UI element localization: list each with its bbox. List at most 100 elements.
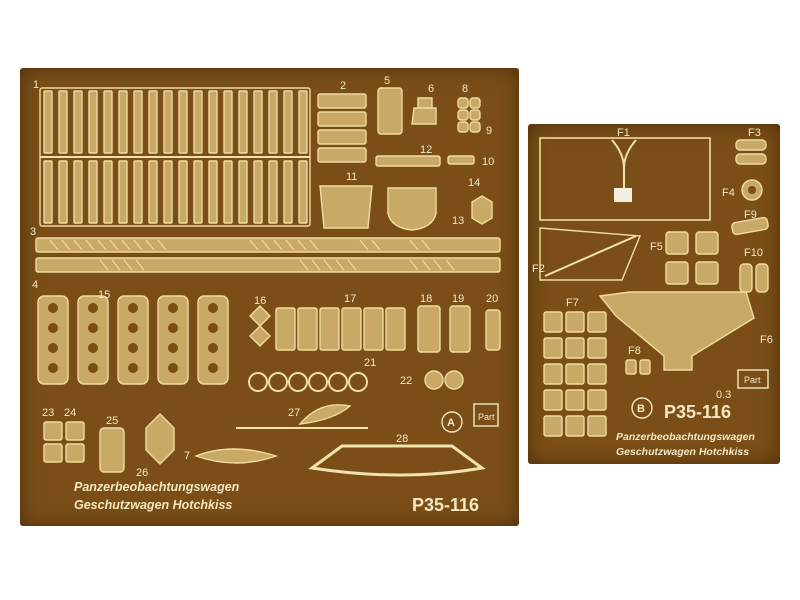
label-1: 1 — [33, 79, 39, 91]
fret-a-part-numbers: 1 2 3 4 5 6 7 8 9 10 11 12 13 14 15 16 1… — [30, 75, 498, 479]
grille-slat — [298, 90, 308, 154]
label-f2: F2 — [532, 263, 545, 275]
fret-b-name-1: Panzerbeobachtungswagen — [616, 431, 755, 443]
fret-b-code: P35-116 — [664, 402, 731, 422]
label-f9: F9 — [744, 209, 757, 221]
track-hole — [48, 323, 58, 333]
panel-17 — [385, 307, 406, 351]
f7-cell — [565, 415, 585, 437]
track-hole — [48, 303, 58, 313]
label-11: 11 — [346, 171, 357, 183]
grille-slat — [268, 90, 278, 154]
grille-slat — [148, 160, 158, 224]
label-8: 8 — [462, 83, 468, 95]
track-hole — [88, 343, 98, 353]
track-hole — [208, 363, 218, 373]
grille-slat — [298, 160, 308, 224]
part-5 — [377, 87, 403, 135]
track-column — [157, 295, 189, 385]
grille-slat — [148, 90, 158, 154]
label-5: 5 — [384, 75, 390, 87]
track-hole — [128, 363, 138, 373]
grille-slat — [208, 90, 218, 154]
grille-slat — [253, 90, 263, 154]
track-hole — [168, 343, 178, 353]
grille-slat — [193, 90, 203, 154]
f7-cell — [587, 389, 607, 411]
fret-b-thickness: 0.3 — [716, 389, 731, 401]
panel-17 — [297, 307, 318, 351]
f7-cell — [587, 363, 607, 385]
label-16: 16 — [254, 295, 266, 307]
grille-slat — [268, 160, 278, 224]
label-9: 9 — [486, 125, 492, 137]
track-hole — [88, 303, 98, 313]
label-28: 28 — [396, 433, 408, 445]
f7-cell — [543, 311, 563, 333]
part-14 — [471, 195, 493, 225]
grille-slat — [88, 160, 98, 224]
track-column — [117, 295, 149, 385]
part-f6 — [598, 291, 755, 371]
ring-21 — [308, 372, 328, 392]
part-22 — [424, 370, 464, 390]
grille-slat — [178, 160, 188, 224]
part-6 — [411, 97, 437, 125]
grille-slat — [103, 90, 113, 154]
track-hole — [88, 323, 98, 333]
fret-b-logo: Part — [744, 375, 761, 385]
part-1-grille — [39, 87, 311, 227]
track-hole — [48, 343, 58, 353]
grille-slat — [238, 90, 248, 154]
fret-a-logo: Part — [478, 412, 495, 422]
panel-17 — [319, 307, 340, 351]
part-f8 — [625, 359, 651, 375]
grille-slat — [193, 160, 203, 224]
panel-17 — [341, 307, 362, 351]
grille-slat — [118, 90, 128, 154]
ring-21 — [268, 372, 288, 392]
part-f2 — [539, 227, 642, 281]
part-16 — [249, 305, 271, 347]
grille-slat — [58, 160, 68, 224]
label-23: 23 — [42, 407, 54, 419]
part-f1 — [539, 137, 711, 221]
track-hole — [128, 303, 138, 313]
label-19: 19 — [452, 293, 464, 305]
part-7 — [193, 448, 279, 464]
grille-slat — [163, 160, 173, 224]
part-27 — [236, 404, 368, 429]
fret-a-letter: A — [447, 417, 455, 429]
ring-21 — [348, 372, 368, 392]
f7-cell — [543, 389, 563, 411]
grille-slat — [73, 90, 83, 154]
f7-cell — [587, 311, 607, 333]
part-11 — [319, 185, 373, 229]
part-28 — [308, 444, 486, 477]
part-3-rails — [35, 237, 501, 273]
track-hole — [48, 363, 58, 373]
label-2: 2 — [340, 80, 346, 92]
grille-slat — [58, 90, 68, 154]
label-4: 4 — [32, 279, 38, 291]
grille-slat — [73, 160, 83, 224]
fret-b-brand-mark: B Part — [631, 369, 769, 419]
label-f1: F1 — [617, 127, 630, 139]
grille-slat — [178, 90, 188, 154]
grille-slat — [253, 160, 263, 224]
track-column — [77, 295, 109, 385]
part-20 — [485, 309, 501, 351]
part-18 — [417, 305, 441, 353]
label-18: 18 — [420, 293, 432, 305]
part-21-rings — [248, 372, 368, 392]
label-26: 26 — [136, 467, 148, 479]
label-f4: F4 — [722, 187, 735, 199]
f7-cell — [543, 415, 563, 437]
label-7: 7 — [184, 450, 190, 462]
part-23-24 — [43, 421, 85, 463]
label-f10: F10 — [744, 247, 763, 259]
label-25: 25 — [106, 415, 118, 427]
panel-17 — [275, 307, 296, 351]
track-hole — [208, 343, 218, 353]
part-f4 — [741, 179, 763, 201]
